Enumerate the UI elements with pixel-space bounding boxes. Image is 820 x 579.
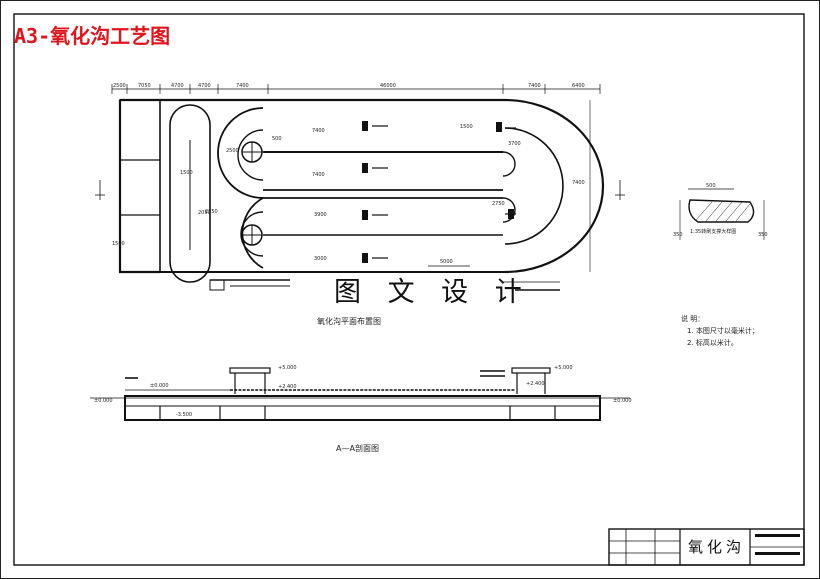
- elev-right-mid: +2.400: [526, 381, 545, 387]
- section-view: [90, 367, 630, 421]
- notes-heading: 说 明：: [681, 315, 705, 323]
- elev-bottom: -3.500: [176, 412, 192, 418]
- dim-top-4: 7400: [236, 83, 249, 89]
- dim-detail-0: 500: [706, 183, 716, 189]
- dim-inner-11: 2750: [492, 201, 505, 207]
- section-caption: A—A剖面图: [336, 444, 379, 453]
- dim-detail-2: 350: [758, 232, 768, 238]
- dim-top-6: 7400: [528, 83, 541, 89]
- titleblock-drawing-name: 氧化沟: [688, 538, 746, 556]
- dim-inner-3: 7400: [312, 172, 325, 178]
- watermark-text: 图 文 设 计: [334, 277, 531, 308]
- support-detail: [679, 188, 765, 240]
- dim-inner-5: 1500: [112, 241, 125, 247]
- dim-inner-8: 5000: [440, 259, 453, 265]
- elev-mid2: +2.400: [278, 384, 297, 390]
- elev-right-top: +5.000: [554, 365, 573, 371]
- elev-ground-left: ±0.000: [94, 398, 113, 404]
- elev-left: ±0.000: [150, 383, 169, 389]
- plan-caption: 氧化沟平面布置图: [317, 317, 381, 326]
- dim-inner-4: 1500: [460, 124, 473, 130]
- dim-inner-12: 7400: [572, 180, 585, 186]
- dim-inner-10: 3700: [508, 141, 521, 147]
- dim-inner-2: 7400: [312, 128, 325, 134]
- dim-inner-1: 2500: [226, 148, 239, 154]
- note-2: 2. 标高以米计。: [687, 339, 738, 347]
- dim-top-2: 4700: [171, 83, 184, 89]
- dim-detail-1: 350: [673, 232, 683, 238]
- dim-top-3: 4700: [198, 83, 211, 89]
- notes-block: 说 明： 1. 本图尺寸以毫米计； 2. 标高以米计。: [681, 313, 759, 349]
- dim-inner-0: 500: [272, 136, 282, 142]
- plan-view: [95, 84, 625, 291]
- dim-inner-6: 3900: [314, 212, 327, 218]
- dim-top-7: 6400: [572, 83, 585, 89]
- dim-top-5: 46000: [380, 83, 396, 89]
- dim-inner-13: 2350: [205, 209, 218, 215]
- dim-top-0: 2500: [113, 83, 126, 89]
- inner-border: [13, 13, 805, 566]
- elev-mid1: +5.000: [278, 365, 297, 371]
- section-elevation-labels: ±0.000 ±0.000 +5.000 +2.400 +5.000 +2.40…: [94, 365, 632, 418]
- dim-inner-7: 2050: [198, 210, 211, 216]
- detail-caption: 1:35转刷支撑大样图: [690, 229, 737, 235]
- dim-top-1: 7050: [138, 83, 151, 89]
- dim-inner-9: 3000: [314, 256, 327, 262]
- title-block: [608, 528, 805, 566]
- plan-dimension-labels: 2500 7050 4700 4700 7400 46000 7400 6400…: [112, 83, 585, 265]
- elev-ground-right: ±0.000: [613, 398, 632, 404]
- dim-inner-14: 1500: [180, 170, 193, 176]
- sheet-title: A3-氧化沟工艺图: [14, 24, 171, 48]
- detail-dimension-labels: 500 350 350: [673, 183, 768, 238]
- note-1: 1. 本图尺寸以毫米计；: [687, 327, 759, 335]
